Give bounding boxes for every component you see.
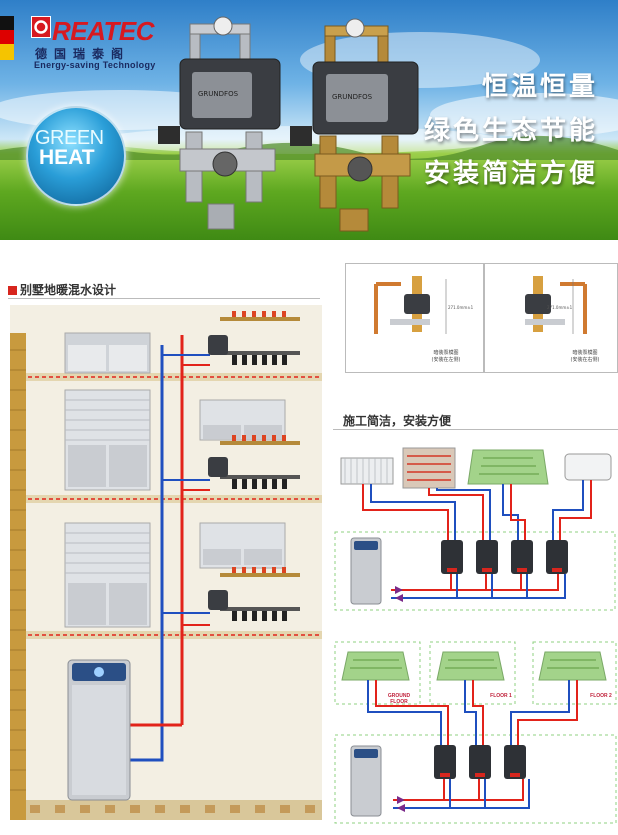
green-heat-badge [26,106,126,206]
floor-label-1: FLOOR 1 [490,693,512,699]
heating-system-schematic-2 [334,641,617,824]
left-diagram-caption-1: 暗装泵模图 [433,350,459,356]
pump-module-right-diagram: 271.0mm±1 暗装泵模图 (安装在右侧) [484,263,618,373]
install-title-divider [333,429,618,430]
install-section-title: 施工简洁，安装方便 [343,414,452,428]
pump-module-right-drawing: 271.0mm±1 [525,276,587,334]
flag-red-stripe [0,30,14,44]
pump-module-left-diagram: 271.0mm±1 暗装泵模图 (安装在左侧) [345,263,484,373]
brand-logo-text: REATEC [52,16,154,46]
villa-heating-diagram [10,305,322,820]
brand-tagline: Energy-saving Technology [34,60,156,70]
hero-banner: REATEC 德国瑞泰阁 Energy-saving Technology GR… [0,0,618,240]
svg-text:271.0mm±1: 271.0mm±1 [547,305,573,310]
slogan-line-1: 恒温恒量 [481,72,598,102]
right-diagram-caption-2: (安装在右侧) [570,357,600,363]
heating-system-schematic-1 [334,447,616,611]
manifold-floor-1 [208,567,300,621]
manifold-floor-3 [208,311,300,365]
right-diagram-caption-1: 暗装泵模图 [572,350,598,356]
pump-station-illustration: GRUNDFOS GRUNDFOS [158,16,419,232]
slogan-line-2: 绿色生态节能 [423,116,598,146]
manifold-floor-2 [208,435,300,489]
title-marker-icon [8,286,17,295]
badge-line-2: HEAT [39,146,95,169]
badge-line-1: GREEN [35,127,104,149]
left-diagram-caption-2: (安装在左侧) [431,357,461,363]
flag-gold-stripe [0,44,14,60]
svg-text:GRUNDFOS: GRUNDFOS [332,93,373,101]
brand-chinese-name: 德国瑞泰阁 [35,47,131,61]
reatec-logo-icon [31,16,51,38]
villa-title-divider [8,298,320,299]
slogan-line-3: 安装简洁方便 [423,159,598,189]
floor-label-2: FLOOR 2 [590,693,612,699]
svg-text:GRUNDFOS: GRUNDFOS [198,90,239,98]
villa-section-title: 别墅地暖混水设计 [8,281,116,298]
svg-text:271.0mm±1: 271.0mm±1 [448,305,474,310]
pump-module-left-drawing: 271.0mm±1 [374,276,474,334]
villa-section-title-text: 别墅地暖混水设计 [20,283,117,297]
floor-label-ground: GROUND FLOOR [387,693,411,705]
flag-black-stripe [0,16,14,30]
